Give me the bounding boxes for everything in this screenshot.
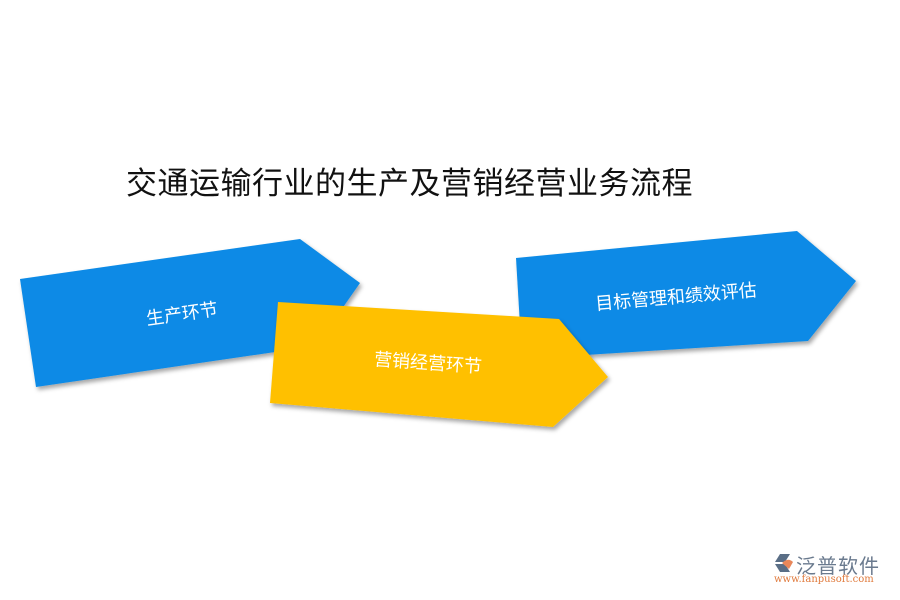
diagram-title: 交通运输行业的生产及营销经营业务流程 <box>126 166 693 202</box>
logo-name: 泛普软件 <box>796 554 880 578</box>
fanpusoft-logo: 泛普软件 www.fanpusoft.com <box>766 550 896 590</box>
step-marketing: 营销经营环节 <box>270 302 608 427</box>
arrow-shape-target-management <box>516 231 856 359</box>
logo-mark-icon <box>775 554 793 572</box>
step-target-management: 目标管理和绩效评估 <box>516 231 856 359</box>
logo-url: www.fanpusoft.com <box>774 574 874 585</box>
arrow-shape-marketing <box>270 302 608 427</box>
